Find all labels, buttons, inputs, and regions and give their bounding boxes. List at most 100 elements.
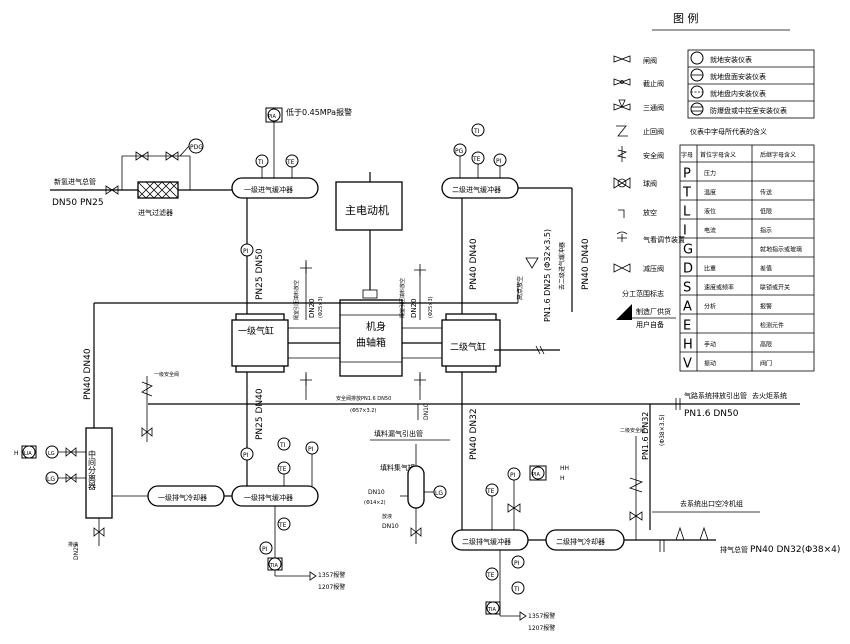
pi-tag-mid1: PI [243, 452, 249, 459]
pi-tag-left1: PI [243, 248, 249, 255]
hh-label: HH [560, 465, 569, 472]
stage2-inlet-buffer: 二级进气缓冲器 PG TI TE PI PN40 DN40 PN1.6 DN25… [441, 123, 591, 322]
pressure-reducing-valve-icon [613, 263, 631, 273]
packing-leak-label: 填料漏气引出管 [374, 429, 423, 438]
letter-code: I [683, 224, 687, 239]
legend-symbol-3way: 三通阀 [613, 99, 664, 112]
letter-first-meaning: 振动 [704, 360, 716, 368]
pneumatic-control-icon [616, 231, 628, 242]
lg-tag-tank: LG [435, 490, 443, 497]
ti-instrument-top2 [471, 123, 485, 137]
three-way-valve-icon [613, 99, 631, 111]
pi-instrument-low1 [259, 541, 273, 555]
te-tag-low2: TE [486, 572, 495, 579]
stage1-inlet-buffer: 一级进气缓冲器 低于0.45MPa报警 PIA TI TE PI PN25 DN… [231, 107, 352, 316]
legend-symbol-safety: 安全阀 [616, 146, 664, 162]
letter-second-meaning: 报警 [760, 303, 772, 311]
scope-right: 用户自备 [636, 320, 664, 329]
h-label-right: H [560, 475, 565, 482]
letter-second-meaning: 检测元件 [760, 322, 784, 330]
letter-code: D [683, 262, 693, 277]
legend-symbol-pneumatic: 气看调节装置 [616, 231, 685, 244]
letter-code: P [683, 167, 691, 182]
letter-second-meaning: 低限 [760, 208, 772, 216]
control-room-instrument-icon [690, 102, 704, 116]
letter-code: A [683, 300, 692, 315]
lt-tag-left: LG [48, 451, 55, 457]
cooler2-label: 二级排气冷却器 [556, 537, 605, 546]
letter-second-meaning: 联锁或开关 [760, 284, 790, 292]
gate-valve-icon [613, 55, 631, 63]
packing-note-a: 隔室引压填料放空 [293, 280, 300, 320]
letter-code: L [683, 205, 691, 220]
legend-symbol-reducing: 减压阀 [613, 263, 664, 273]
instrument-type-label-1: 就地安装仪表 [710, 55, 752, 64]
cooler1-label: 一级排气冷却器 [158, 493, 207, 502]
pn16-dn32-label: PN1.6 DN32 [641, 412, 650, 460]
stage2-outlet: 二级排气缓冲器 二级排气冷却器 去系统出口空冷机组 排气总管 PN40 DN32… [451, 404, 840, 632]
local-instrument-icon [690, 51, 704, 65]
letter-code: G [683, 243, 693, 258]
instrument-type-label-3: 就地盘内安装仪表 [710, 89, 766, 98]
te-tag-top2: TE [472, 156, 481, 163]
packing-note-b: 隔室引压填料放空 [399, 278, 406, 318]
letter-header-second: 后继字母含义 [760, 151, 796, 159]
filter-label: 进气过滤器 [138, 208, 173, 217]
pi-tag-top2: PI [496, 158, 502, 165]
drain-dn10-spec: (Φ14×2) [364, 500, 386, 506]
te-tag-top1: TE [286, 159, 295, 166]
dn10-label: DN10 [423, 403, 430, 420]
torch-spec-label: PN1.6 DN50 [684, 409, 739, 419]
outlet-spec-label: PN40 DN32(Φ38×4) [750, 545, 840, 555]
out-buffer2-label: 二级排气缓冲器 [462, 537, 511, 546]
legend-symbol-ball: 球阀 [613, 177, 657, 189]
pn16-dn25-label: PN1.6 DN25 (Φ32×3.5) [543, 229, 552, 322]
legend-label-check: 止回阀 [643, 127, 664, 136]
pi-tag-low1: PI [262, 546, 268, 553]
legend-symbol-gate: 闸阀 [613, 55, 657, 65]
scope-left: 制造厂供货 [636, 307, 671, 316]
letter-code: S [683, 281, 691, 296]
instrument-type-label-4: 防爆盘或中控室安装仪表 [710, 106, 787, 115]
inlet-filter [137, 181, 179, 199]
vent-label: 高点放空 [516, 276, 524, 300]
pi-instrument-low2 [511, 555, 525, 569]
letter-first-meaning: 电流 [704, 227, 716, 235]
letter-first-meaning: 速度或频率 [704, 284, 734, 292]
letter-second-meaning: 差值 [760, 265, 772, 273]
lia-tag-left: LIA [24, 451, 32, 457]
letter-first-meaning: 液位 [704, 208, 716, 216]
letter-code: E [683, 319, 691, 334]
legend-label-globe: 截止阀 [643, 79, 664, 88]
legend-label-safety: 安全阀 [643, 151, 664, 160]
pn25-dn40-label: PN25 DN40 [255, 388, 265, 440]
pia-tag-mid2: PIA [532, 472, 540, 478]
legend-symbol-globe: 截止阀 [613, 78, 664, 88]
legend-label-pneumatic: 气看调节装置 [643, 235, 685, 244]
te-instrument-low1 [277, 517, 291, 531]
sep-drain-label: 排液 [68, 541, 78, 548]
pi-tag-mid2: PI [510, 472, 516, 479]
alarm-b1: 1357报警 [528, 612, 555, 620]
ball-valve-icon [613, 177, 631, 189]
cyl2-label: 二级气缸 [450, 341, 486, 353]
pdg-tag: PDG [190, 144, 203, 151]
drain-word: 放液 [382, 513, 392, 520]
pressure-alarm-label: 低于0.45MPa报警 [286, 107, 352, 117]
crankcase-label-1: 机身 [366, 320, 386, 333]
dn20-a-label: DN20 [308, 298, 316, 318]
alarm-b2: 1207报警 [528, 624, 555, 632]
rupture-spec: (Φ57×3.2) [350, 408, 376, 414]
letter-header-first: 首位字母含义 [700, 151, 736, 159]
te-instrument-low2 [485, 567, 499, 581]
check-valve-icon [616, 125, 628, 137]
letter-second-meaning: 就地指示或玻璃 [760, 246, 802, 254]
torch-to-label: 去火炬系统 [752, 391, 787, 400]
te-tag-mid2: TE [486, 488, 495, 495]
safety-a-label: 一级安全阀 [154, 371, 179, 378]
outlet-pipe-label: 排气总管 [720, 545, 748, 554]
pi-instrument-left1 [240, 243, 254, 257]
pn25-dn50-label: PN25 DN50 [255, 248, 265, 300]
letter-code: T [682, 186, 691, 201]
